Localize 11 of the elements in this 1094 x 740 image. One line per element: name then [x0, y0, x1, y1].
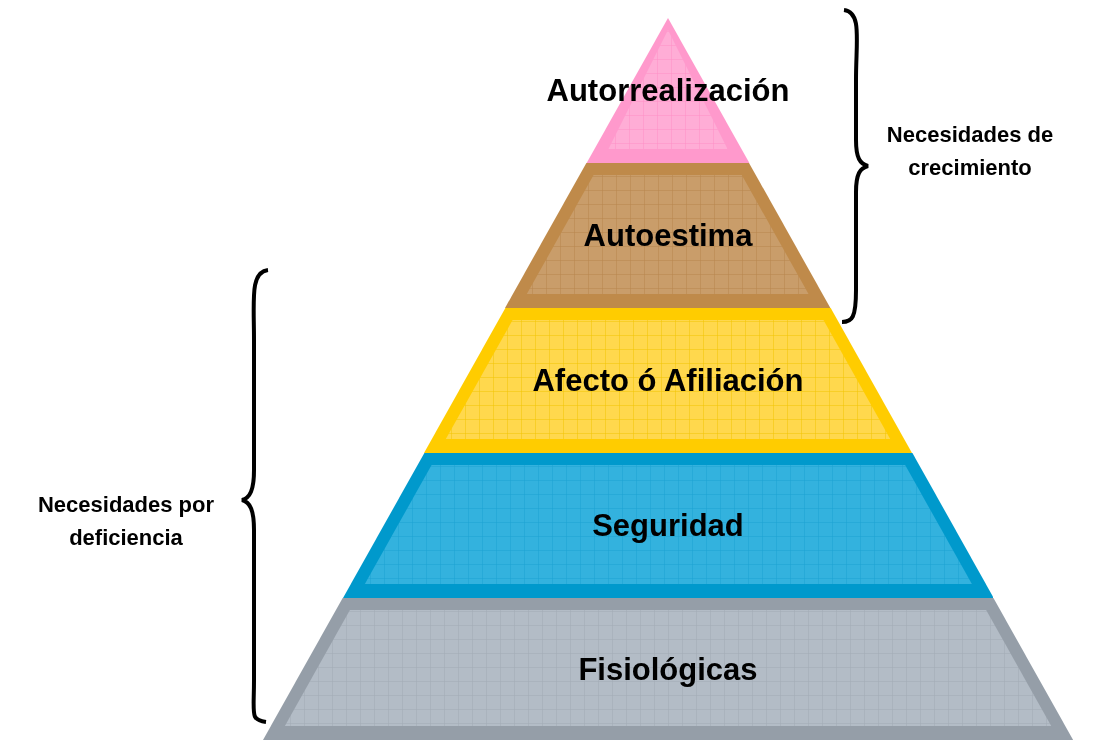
level-label: Autorrealización: [546, 75, 790, 106]
level-label: Autoestima: [583, 220, 753, 251]
level-label: Afecto ó Afiliación: [532, 365, 804, 396]
level-label: Seguridad: [592, 510, 744, 541]
pyramid-level: [423, 308, 912, 453]
pyramid-level: [262, 598, 1074, 740]
group-label: Necesidades de crecimiento: [885, 121, 1055, 182]
level-label: Fisiológicas: [578, 653, 758, 685]
group-label: Necesidades por deficiencia: [36, 491, 216, 552]
pyramid-level: [505, 163, 831, 308]
pyramid-level: [342, 453, 994, 598]
